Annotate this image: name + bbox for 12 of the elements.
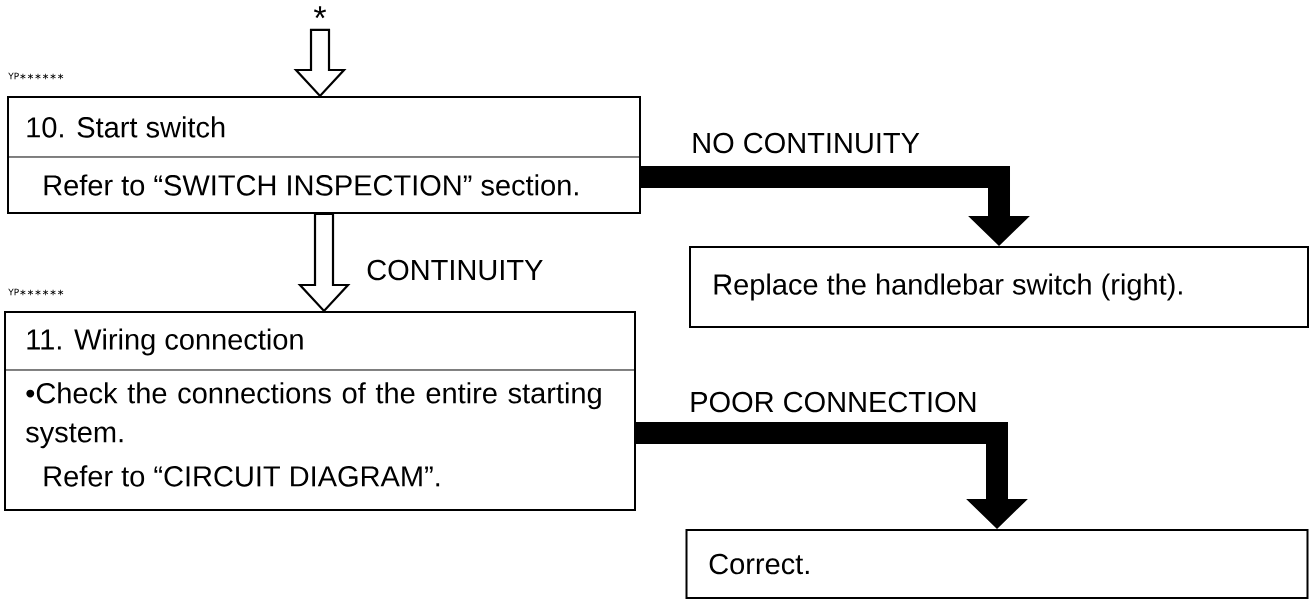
start-mark: * [313, 6, 327, 19]
process-box: Correct. [685, 529, 1309, 599]
edge-label: NO CONTINUITY [693, 132, 920, 154]
code-label: YP∗∗∗∗∗∗ [8, 288, 64, 296]
edge-label: CONTINUITY [367, 259, 543, 281]
arrow [297, 212, 351, 313]
process-box: 10. Start switch Refer to “SWITCH INSPECTION” section. [7, 96, 641, 214]
edge-label: POOR CONNECTION [691, 391, 976, 413]
process-box: 11. Wiring connection •Check the connections of the entire starting system. Refer to “CIRCUIT DIAGRAM”. [4, 311, 636, 511]
arrow [293, 28, 347, 98]
process-box: Replace the handlebar switch (right). [689, 246, 1309, 328]
code-label: YP∗∗∗∗∗∗ [8, 72, 64, 80]
